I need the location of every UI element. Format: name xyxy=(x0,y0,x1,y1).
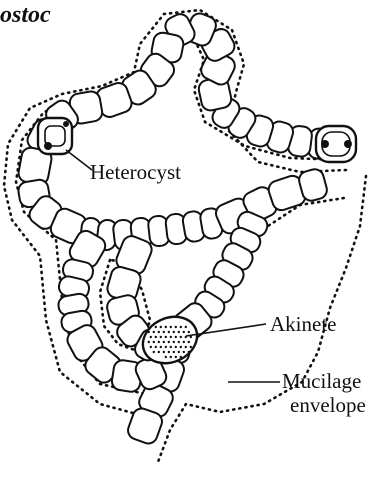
akinete-granule xyxy=(158,341,160,343)
akinete-granule xyxy=(175,336,177,338)
akinete-granule xyxy=(168,341,170,343)
akinete-granule xyxy=(150,336,152,338)
akinete-granule xyxy=(158,331,160,333)
akinete-granule xyxy=(178,331,180,333)
akinete-granule xyxy=(173,351,175,353)
akinete-granule xyxy=(180,336,182,338)
akinete-granule xyxy=(185,326,187,328)
akinete-granule xyxy=(183,331,185,333)
akinete-granule xyxy=(163,341,165,343)
terminal-heterocyst-polar-nodule xyxy=(344,140,352,148)
akinete-granule xyxy=(165,326,167,328)
akinete-granule xyxy=(165,336,167,338)
akinete-granule xyxy=(153,351,155,353)
akinete-granule xyxy=(165,356,167,358)
akinete-granule xyxy=(188,331,190,333)
akinete-granule xyxy=(173,331,175,333)
akinete-granule xyxy=(180,326,182,328)
akinete-granule xyxy=(160,346,162,348)
akinete-granule xyxy=(178,341,180,343)
akinete-granule xyxy=(185,346,187,348)
terminal-heterocyst-polar-nodule xyxy=(321,140,329,148)
heterocyst-label: Heterocyst xyxy=(90,162,181,183)
akinete-granule xyxy=(188,351,190,353)
akinete-granule xyxy=(153,331,155,333)
akinete-granule xyxy=(183,351,185,353)
akinete-granule xyxy=(175,326,177,328)
akinete-granule xyxy=(170,336,172,338)
mucilage-label: Mucilage xyxy=(282,371,361,392)
akinete-granule xyxy=(175,346,177,348)
akinete-granule xyxy=(180,356,182,358)
akinete-granule xyxy=(173,341,175,343)
akinete-granule xyxy=(175,356,177,358)
akinete-granule xyxy=(155,346,157,348)
akinete-granule xyxy=(155,336,157,338)
akinete-granule xyxy=(160,326,162,328)
akinete-granule xyxy=(178,351,180,353)
akinete-granule xyxy=(180,346,182,348)
akinete-granule xyxy=(188,341,190,343)
akinete-granule xyxy=(168,331,170,333)
envelope-label: envelope xyxy=(290,395,366,416)
akinete-granule xyxy=(160,336,162,338)
akinete-granule xyxy=(155,326,157,328)
akinete-granule xyxy=(190,346,192,348)
akinete-granule xyxy=(158,351,160,353)
akinete-granule xyxy=(170,356,172,358)
akinete-granule xyxy=(165,346,167,348)
heterocyst-pointer xyxy=(66,150,92,170)
heterocyst-polar-nodule xyxy=(63,121,69,127)
akinete-label: Akinete xyxy=(270,314,336,335)
akinete-granule xyxy=(163,331,165,333)
akinete-granule xyxy=(163,351,165,353)
diagram-title: ostoc xyxy=(0,2,51,29)
akinete-granule xyxy=(183,341,185,343)
akinete-granule xyxy=(153,341,155,343)
heterocyst-polar-nodule xyxy=(44,142,52,150)
akinete-granule xyxy=(170,326,172,328)
akinete-granule xyxy=(148,331,150,333)
akinete-granule xyxy=(150,346,152,348)
akinete-granule xyxy=(168,351,170,353)
akinete-granule xyxy=(170,346,172,348)
akinete-granule xyxy=(148,341,150,343)
